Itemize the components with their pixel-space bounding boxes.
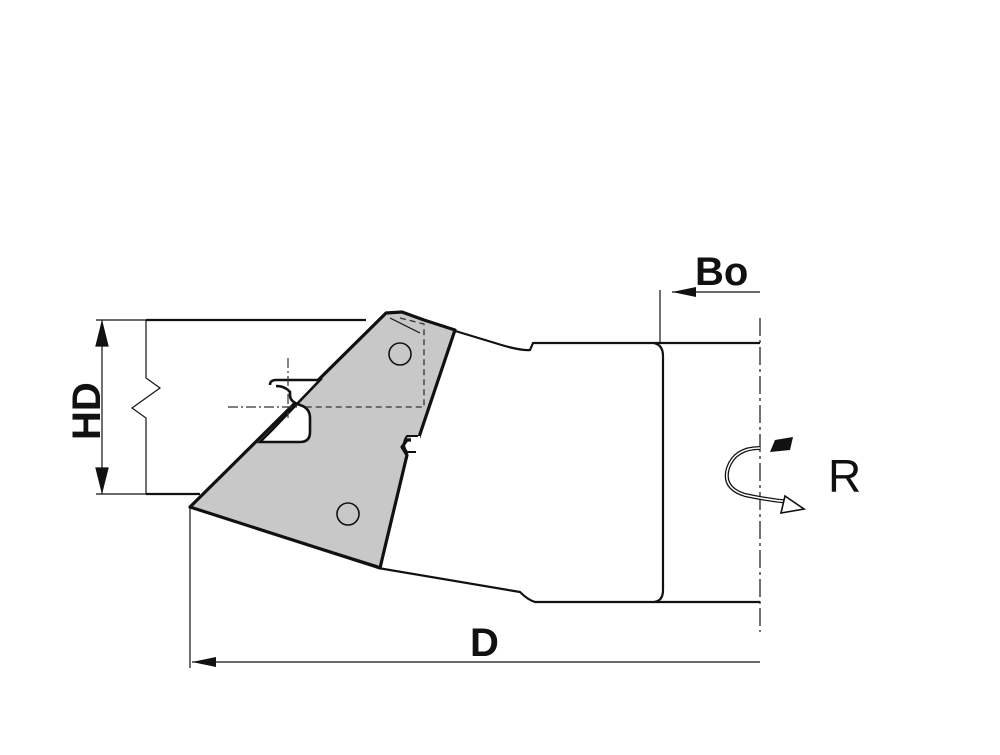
- height-dimension: [95, 319, 162, 495]
- diameter-dimension: [189, 507, 760, 668]
- bore-label: Bo: [695, 250, 748, 294]
- diameter-label: D: [470, 621, 499, 665]
- rotation-label: R: [828, 450, 861, 502]
- knife-insert: [188, 310, 457, 570]
- rotation-arrow-icon: [724, 437, 807, 514]
- height-label: HD: [65, 382, 109, 440]
- cutter-body: [146, 318, 760, 604]
- bore-dimension: [659, 287, 760, 343]
- screw-hole-top: [388, 342, 412, 366]
- screw-hole-bottom: [336, 502, 360, 526]
